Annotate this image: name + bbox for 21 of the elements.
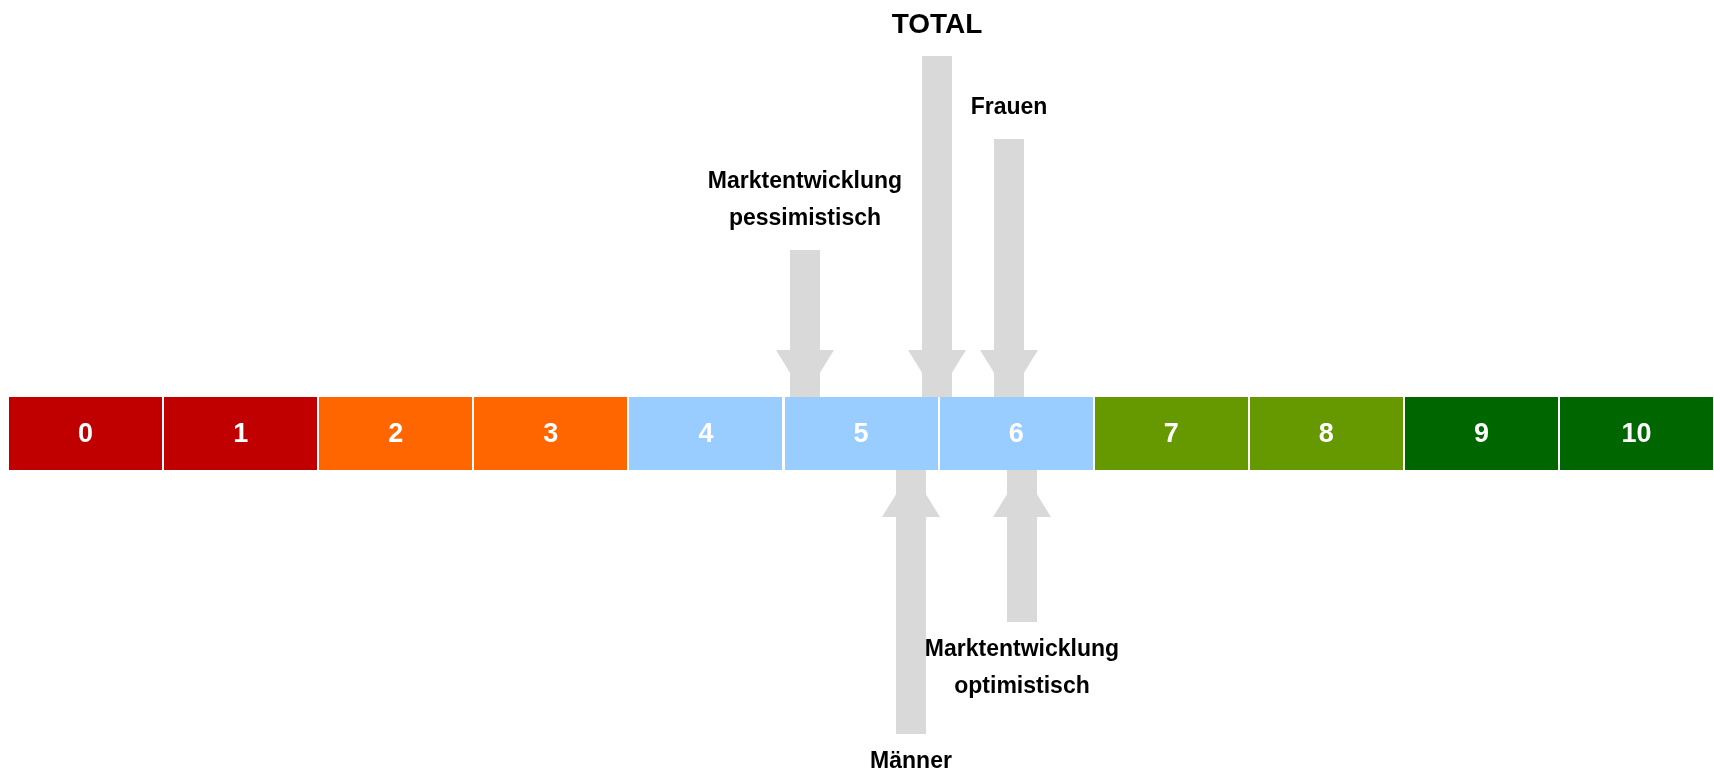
scale-segment: 10 bbox=[1560, 397, 1714, 470]
scale-segment: 0 bbox=[9, 397, 163, 470]
scale-segment: 2 bbox=[319, 397, 473, 470]
scale-segment: 9 bbox=[1404, 397, 1558, 470]
scale-segment: 6 bbox=[939, 397, 1093, 470]
block-arrow bbox=[882, 470, 940, 734]
arrow-label: TOTAL bbox=[891, 6, 983, 42]
block-arrow bbox=[980, 139, 1038, 397]
scale-segment: 3 bbox=[474, 397, 628, 470]
scale-segment: 8 bbox=[1249, 397, 1403, 470]
arrow-label: Marktentwicklung pessimistisch bbox=[690, 162, 920, 236]
scale-segment: 4 bbox=[629, 397, 783, 470]
arrow-label: Frauen bbox=[970, 88, 1048, 125]
arrow-label: Männer bbox=[870, 742, 952, 773]
arrow-label: Marktentwicklung optimistisch bbox=[907, 630, 1137, 704]
block-arrow bbox=[776, 250, 834, 397]
block-arrow bbox=[908, 56, 966, 397]
scale-segment: 1 bbox=[164, 397, 318, 470]
block-arrow bbox=[993, 470, 1051, 622]
scale-segment: 7 bbox=[1094, 397, 1248, 470]
scale-segment: 5 bbox=[784, 397, 938, 470]
